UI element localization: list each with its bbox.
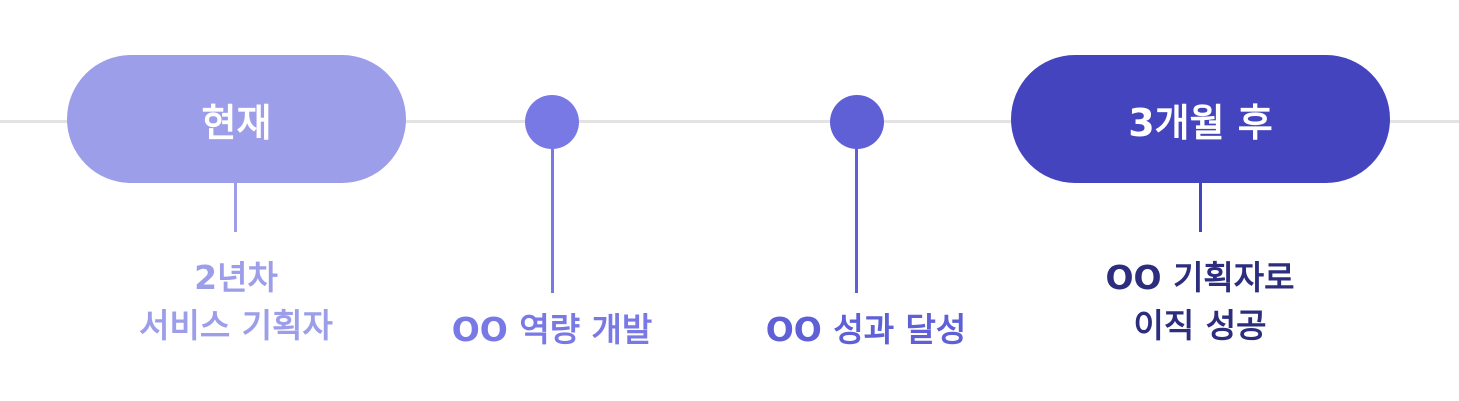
- milestone-2-connector: [855, 145, 858, 293]
- milestone-2-caption-text: OO 성과 달성: [765, 310, 967, 349]
- milestone-2-caption: OO 성과 달성: [716, 306, 1016, 354]
- milestone-1-dot: [525, 95, 579, 149]
- goal-caption-line-2: 이직 성공: [1133, 306, 1267, 345]
- goal-caption: OO 기획자로 이직 성공: [1030, 254, 1370, 350]
- goal-badge: 3개월 후: [1011, 55, 1390, 183]
- goal-connector: [1199, 183, 1202, 232]
- current-badge: 현재: [67, 55, 406, 183]
- milestone-2-dot: [830, 95, 884, 149]
- current-connector: [234, 183, 237, 232]
- goal-caption-line-1: OO 기획자로: [1105, 258, 1295, 297]
- milestone-1-caption: OO 역량 개발: [402, 306, 702, 354]
- milestone-1-connector: [551, 145, 554, 293]
- current-caption-line-1: 2년차: [194, 258, 278, 297]
- current-caption-line-2: 서비스 기획자: [139, 306, 333, 345]
- current-badge-label: 현재: [201, 100, 272, 145]
- current-caption: 2년차 서비스 기획자: [86, 254, 386, 350]
- goal-badge-label: 3개월 후: [1128, 100, 1273, 145]
- milestone-1-caption-text: OO 역량 개발: [451, 310, 653, 349]
- timeline-line: [0, 120, 1459, 123]
